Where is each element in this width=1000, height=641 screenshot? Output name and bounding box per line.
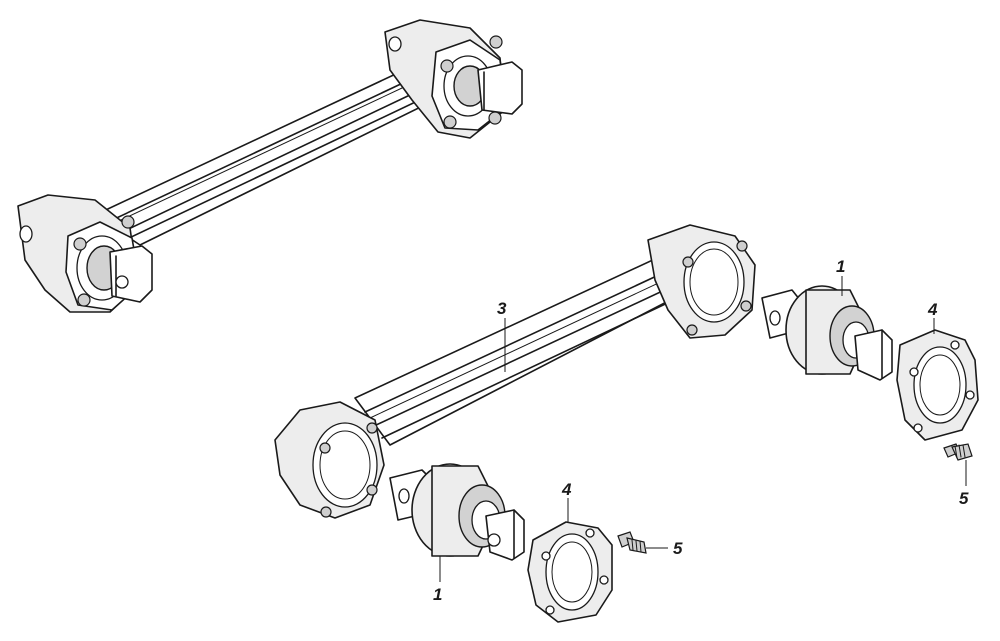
callout-label-bolt-left: 5 bbox=[673, 539, 683, 558]
callout-bolt-right: 5 bbox=[959, 460, 969, 508]
reaction-rod-eye-lower bbox=[274, 401, 385, 519]
callout-label-bolt-right: 5 bbox=[959, 489, 969, 508]
assembled-reaction-rod bbox=[17, 19, 523, 313]
callout-label-rod: 3 bbox=[497, 299, 507, 318]
callout-bushing-right: 1 bbox=[836, 257, 845, 296]
callout-label-flange-left: 4 bbox=[561, 480, 572, 499]
callout-rod: 3 bbox=[497, 299, 507, 372]
callout-label-flange-right: 4 bbox=[927, 300, 938, 319]
rubber-bushing-right bbox=[761, 285, 893, 381]
callout-bolt-left: 5 bbox=[646, 539, 683, 558]
callout-flange-right: 4 bbox=[927, 300, 938, 334]
cover-flange-left bbox=[527, 521, 613, 623]
bolt-right bbox=[943, 443, 973, 461]
callout-flange-left: 4 bbox=[561, 480, 572, 522]
callout-label-bushing-right: 1 bbox=[836, 257, 845, 276]
callout-label-bushing-left: 1 bbox=[433, 585, 442, 604]
bolt-left bbox=[617, 531, 647, 554]
reaction-rod-eye-upper bbox=[647, 224, 756, 339]
callout-bushing-left: 1 bbox=[433, 556, 442, 604]
cover-flange-right bbox=[896, 329, 979, 441]
reaction-rod-body bbox=[354, 251, 706, 446]
assembled-rod-body bbox=[94, 71, 446, 246]
assembled-rod-end-bottom bbox=[17, 194, 153, 313]
assembled-rod-end-top bbox=[384, 19, 523, 139]
rubber-bushing-left bbox=[389, 463, 525, 561]
